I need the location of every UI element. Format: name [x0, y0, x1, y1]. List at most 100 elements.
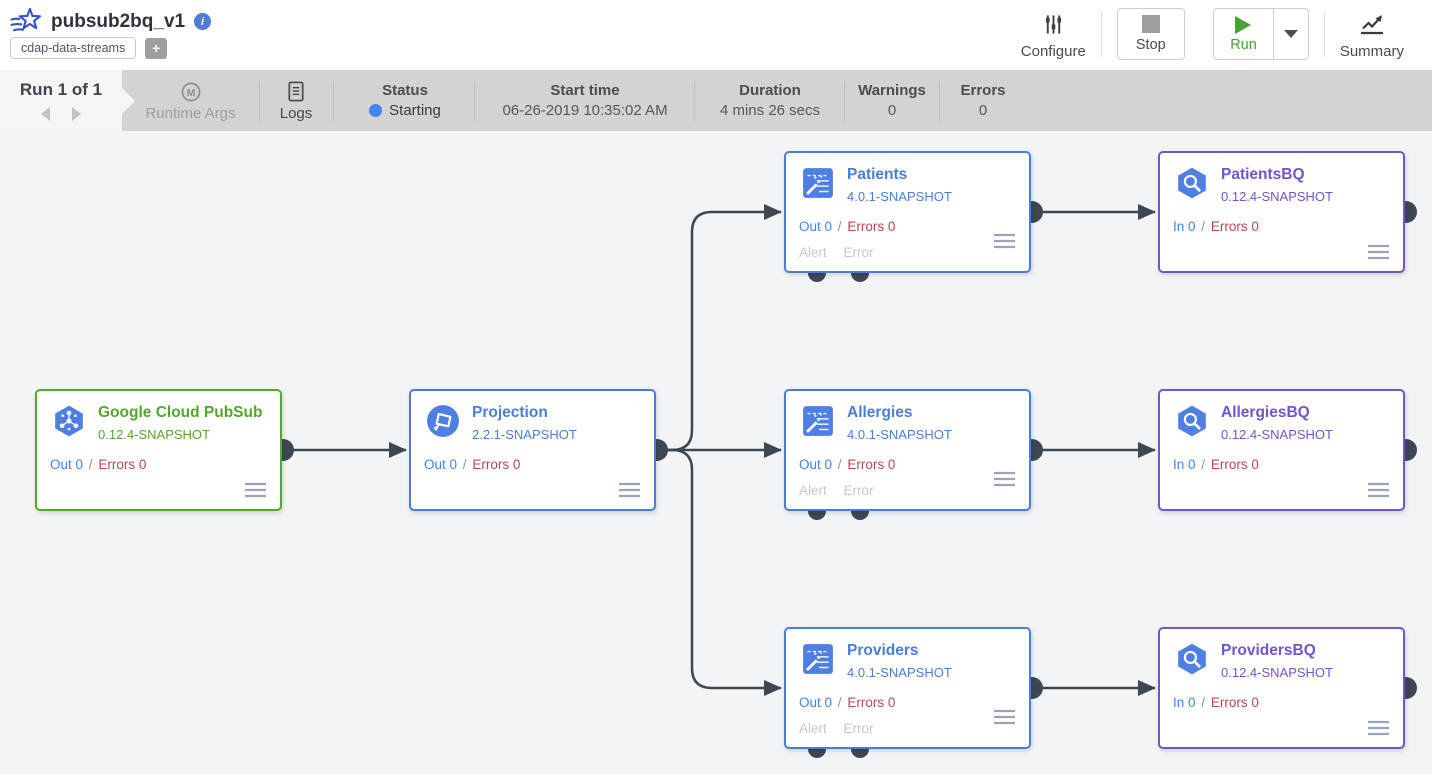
- pipeline-node-allergies[interactable]: Allergies 4.0.1-SNAPSHOT Out 0 / Errors …: [784, 389, 1031, 511]
- namespace-tag[interactable]: cdap-data-streams: [10, 37, 137, 59]
- alert-error-labels: Alert Error: [799, 245, 874, 260]
- node-version: 0.12.4-SNAPSHOT: [98, 427, 210, 442]
- metric-errors[interactable]: Errors 0: [1210, 695, 1259, 710]
- metric-errors[interactable]: Errors 0: [847, 695, 896, 710]
- pipeline-node-patientsbq[interactable]: PatientsBQ 0.12.4-SNAPSHOT In 0 / Errors…: [1158, 151, 1405, 273]
- node-metrics: Out 0 / Errors 0: [799, 457, 895, 472]
- pipeline-toolbar: Configure Stop Run Sum: [1021, 7, 1404, 61]
- summary-chart-icon: [1360, 14, 1384, 39]
- run-bar-divider: [939, 81, 940, 121]
- pubsub-icon: [52, 404, 86, 438]
- metric-in[interactable]: In 0: [1173, 457, 1196, 472]
- node-metrics: In 0 / Errors 0: [1173, 219, 1259, 234]
- metric-out[interactable]: Out 0: [799, 457, 833, 472]
- logs-label: Logs: [279, 104, 313, 122]
- node-metrics: Out 0 / Errors 0: [799, 219, 895, 234]
- stop-button[interactable]: Stop: [1116, 8, 1185, 60]
- pipeline-node-providersbq[interactable]: ProvidersBQ 0.12.4-SNAPSHOT In 0 / Error…: [1158, 627, 1405, 749]
- metric-separator: /: [1201, 695, 1206, 710]
- errors-value: 0: [978, 102, 988, 119]
- node-version: 4.0.1-SNAPSHOT: [847, 665, 952, 680]
- wrangler-icon: [801, 404, 835, 438]
- pipeline-node-projection[interactable]: Projection 2.2.1-SNAPSHOT Out 0 / Errors…: [409, 389, 656, 511]
- start-time-label: Start time: [550, 82, 620, 99]
- runtime-args-button[interactable]: M Runtime Args: [133, 70, 248, 131]
- node-menu-icon[interactable]: [1367, 244, 1390, 260]
- metric-separator: /: [88, 457, 93, 472]
- logs-button[interactable]: Logs: [263, 70, 329, 131]
- node-title: Providers: [847, 642, 919, 659]
- next-run-button[interactable]: [72, 107, 81, 121]
- app-header: pubsub2bq_v1 i cdap-data-streams + Confi…: [0, 0, 1432, 70]
- summary-label: Summary: [1339, 43, 1404, 60]
- status-label: Status: [382, 82, 428, 99]
- metric-separator: /: [837, 219, 842, 234]
- pipeline-node-google-cloud-pubsub[interactable]: Google Cloud PubSub 0.12.4-SNAPSHOT Out …: [35, 389, 282, 511]
- node-title: Google Cloud PubSub: [98, 404, 263, 421]
- metric-errors[interactable]: Errors 0: [98, 457, 147, 472]
- pipeline-node-patients[interactable]: Patients 4.0.1-SNAPSHOT Out 0 / Errors 0…: [784, 151, 1031, 273]
- metric-errors[interactable]: Errors 0: [847, 219, 896, 234]
- node-menu-icon[interactable]: [993, 709, 1016, 725]
- node-title: Projection: [472, 404, 548, 421]
- alert-error-labels: Alert Error: [799, 721, 874, 736]
- run-bar-divider: [694, 81, 695, 121]
- configure-button[interactable]: Configure: [1021, 8, 1086, 60]
- node-version: 4.0.1-SNAPSHOT: [847, 427, 952, 442]
- previous-run-button[interactable]: [41, 107, 50, 121]
- node-menu-icon[interactable]: [993, 471, 1016, 487]
- pipeline-node-allergiesbq[interactable]: AllergiesBQ 0.12.4-SNAPSHOT In 0 / Error…: [1158, 389, 1405, 511]
- page-title: pubsub2bq_v1: [51, 10, 186, 32]
- metric-separator: /: [462, 457, 467, 472]
- pipeline-canvas[interactable]: Google Cloud PubSub 0.12.4-SNAPSHOT Out …: [0, 131, 1432, 774]
- metric-out[interactable]: Out 0: [50, 457, 84, 472]
- metric-errors[interactable]: Errors 0: [1210, 219, 1259, 234]
- run-info-bar: Run 1 of 1 M Runtime Args Logs Status: [0, 70, 1432, 131]
- run-options-dropdown[interactable]: [1273, 9, 1308, 59]
- metric-errors[interactable]: Errors 0: [847, 457, 896, 472]
- status-value: Starting: [389, 102, 441, 119]
- node-menu-icon[interactable]: [1367, 720, 1390, 736]
- logs-icon: [287, 80, 305, 102]
- play-icon: [1235, 15, 1252, 34]
- stop-icon: [1141, 15, 1160, 33]
- run-bar-divider: [259, 81, 260, 121]
- node-metrics: Out 0 / Errors 0: [50, 457, 146, 472]
- bigquery-icon: [1175, 404, 1209, 438]
- add-tag-button[interactable]: +: [145, 37, 168, 59]
- pipeline-node-providers[interactable]: Providers 4.0.1-SNAPSHOT Out 0 / Errors …: [784, 627, 1031, 749]
- node-menu-icon[interactable]: [993, 233, 1016, 249]
- error-port-label: Error: [843, 483, 874, 498]
- edge-projection-to-patients: [657, 204, 782, 452]
- run-bar-divider: [333, 81, 334, 121]
- metric-in[interactable]: In 0: [1173, 695, 1196, 710]
- node-menu-icon[interactable]: [1367, 482, 1390, 498]
- summary-button[interactable]: Summary: [1340, 8, 1404, 60]
- info-icon[interactable]: i: [194, 13, 212, 30]
- chevron-down-icon: [1283, 30, 1298, 38]
- alert-port-label: Alert: [799, 721, 827, 736]
- node-menu-icon[interactable]: [244, 482, 267, 498]
- projection-icon: [426, 404, 460, 438]
- bigquery-icon: [1175, 166, 1209, 200]
- node-title: Patients: [847, 166, 908, 183]
- metric-out[interactable]: Out 0: [799, 695, 833, 710]
- run-counter: Run 1 of 1: [19, 80, 103, 99]
- metric-in[interactable]: In 0: [1173, 219, 1196, 234]
- run-label: Run: [1230, 36, 1257, 53]
- status-block: Status Starting: [345, 70, 465, 131]
- node-version: 0.12.4-SNAPSHOT: [1221, 189, 1333, 204]
- run-bar-divider: [844, 81, 845, 121]
- warnings-value: 0: [887, 102, 897, 119]
- run-button[interactable]: Run: [1214, 9, 1273, 59]
- metric-out[interactable]: Out 0: [424, 457, 458, 472]
- metric-out[interactable]: Out 0: [799, 219, 833, 234]
- metric-errors[interactable]: Errors 0: [1210, 457, 1259, 472]
- node-title: PatientsBQ: [1221, 166, 1305, 183]
- node-menu-icon[interactable]: [618, 482, 641, 498]
- node-version: 0.12.4-SNAPSHOT: [1221, 427, 1333, 442]
- metric-separator: /: [1201, 457, 1206, 472]
- node-version: 2.2.1-SNAPSHOT: [472, 427, 577, 442]
- wrangler-icon: [801, 166, 835, 200]
- metric-errors[interactable]: Errors 0: [472, 457, 521, 472]
